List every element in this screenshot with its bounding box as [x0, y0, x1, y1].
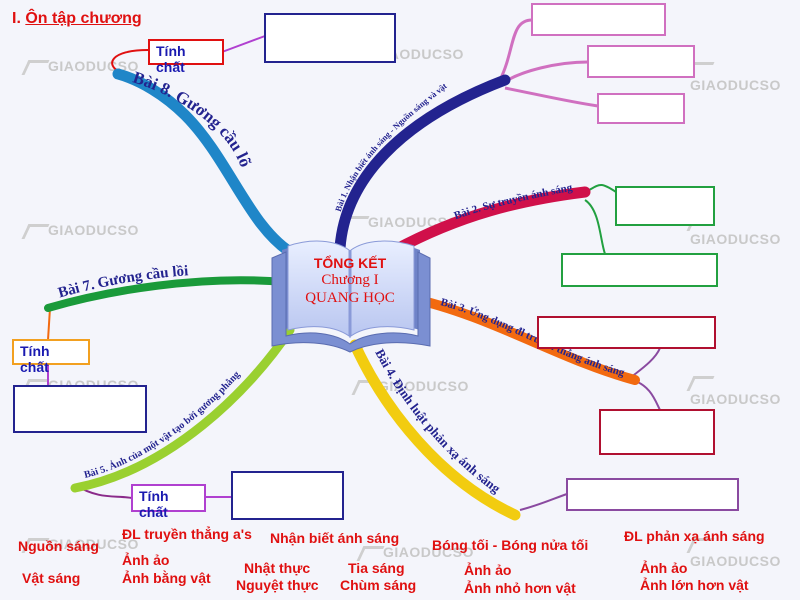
connector-bai4-box [519, 493, 568, 511]
branch-bai7 [44, 276, 289, 312]
answer-dl-truyen-thang[interactable]: ĐL truyền thẳng a's [122, 526, 252, 542]
connector-bai7-tinh-chat [47, 307, 51, 341]
watermark: GIAODUCSO [686, 60, 800, 93]
empty-box-bai5-properties[interactable] [231, 471, 344, 520]
properties-label-bai5: Tính chất [131, 484, 206, 520]
empty-box-bai1-c[interactable] [597, 93, 685, 124]
center-line-2: Chương I [321, 272, 379, 288]
center-title: TỔNG KẾT Chương I QUANG HỌC [285, 255, 415, 307]
properties-label-bai7: Tính chất [12, 339, 90, 375]
connector-bai2-box-b [584, 199, 606, 255]
branch-label-bai2: Bài 2. Sự truyền ánh sáng [453, 182, 574, 223]
branch-bai8 [112, 68, 301, 261]
watermark: GIAODUCSO [686, 374, 800, 407]
empty-box-bai7-properties[interactable] [13, 385, 147, 433]
answer-nguyet-thuc[interactable]: Nguyệt thực [236, 577, 319, 593]
central-book [271, 240, 431, 353]
connector-bai3-box-a [629, 347, 661, 379]
answer-chum-sang[interactable]: Chùm sáng [340, 577, 417, 593]
branch-bai3 [405, 293, 640, 385]
properties-label-bai8: Tính chất [148, 39, 224, 75]
answer-dl-phan-xa[interactable]: ĐL phản xạ ánh sáng [624, 528, 765, 544]
connector-bai1-box-b [499, 60, 589, 87]
branch-bai1 [334, 74, 511, 254]
watermark: GIAODUCSO [686, 214, 800, 247]
branch-label-bai8: Bài 8. Gương cầu lõm [0, 0, 255, 170]
connector-bai1-box-a [498, 18, 533, 81]
empty-box-bai4[interactable] [566, 478, 739, 511]
empty-box-bai1-a[interactable] [531, 3, 666, 36]
branch-label-bai4: Bài 4. Định luật phản xạ ánh sáng [372, 346, 503, 496]
empty-box-bai3-b[interactable] [599, 409, 715, 455]
answer-tia-sang[interactable]: Tia sáng [348, 560, 405, 576]
answer-nguon-sang[interactable]: Nguồn sáng [18, 538, 99, 554]
center-line-1: TỔNG KẾT [313, 255, 387, 271]
branch-bai2 [389, 186, 591, 256]
answer-anh-bang-vat[interactable]: Ảnh bằng vật [122, 570, 211, 586]
center-line-3: QUANG HỌC [305, 290, 395, 306]
section-title: I. Ôn tập chương [12, 10, 142, 28]
answer-nhan-biet[interactable]: Nhận biết ánh sáng [270, 530, 400, 546]
branch-bai4 [349, 339, 521, 521]
watermark: GIAODUCSO [686, 536, 800, 569]
empty-box-bai2-b[interactable] [561, 253, 718, 287]
answer-anh-nho[interactable]: Ảnh nhỏ hơn vật [464, 580, 576, 596]
section-title-text: Ôn tập chương [25, 10, 142, 27]
answer-anh-ao-3[interactable]: Ảnh ảo [640, 560, 688, 576]
branch-bai5 [70, 325, 295, 493]
empty-box-bai3-a[interactable] [537, 316, 716, 349]
answer-nhat-thuc[interactable]: Nhật thực [244, 560, 311, 576]
answer-bong-toi[interactable]: Bóng tối - Bóng nửa tối [432, 537, 589, 553]
answer-anh-ao-1[interactable]: Ảnh ảo [122, 552, 170, 568]
answer-anh-ao-2[interactable]: Ảnh ảo [464, 562, 512, 578]
section-number: I. [12, 10, 21, 27]
watermark: GIAODUCSO [21, 536, 139, 553]
empty-box-bai8-properties[interactable] [264, 13, 396, 63]
watermark: GIAODUCSO [356, 544, 474, 561]
empty-box-bai1-b[interactable] [587, 45, 695, 78]
answer-anh-lon[interactable]: Ảnh lớn hơn vật [640, 577, 749, 593]
empty-box-bai2-a[interactable] [615, 186, 715, 226]
connector-bai1-box-c [504, 86, 599, 108]
watermark: GIAODUCSO [351, 378, 469, 395]
answer-vat-sang[interactable]: Vật sáng [22, 570, 81, 586]
watermark: GIAODUCSO [21, 222, 139, 239]
connector-tinh-chat-box-top [221, 35, 266, 53]
